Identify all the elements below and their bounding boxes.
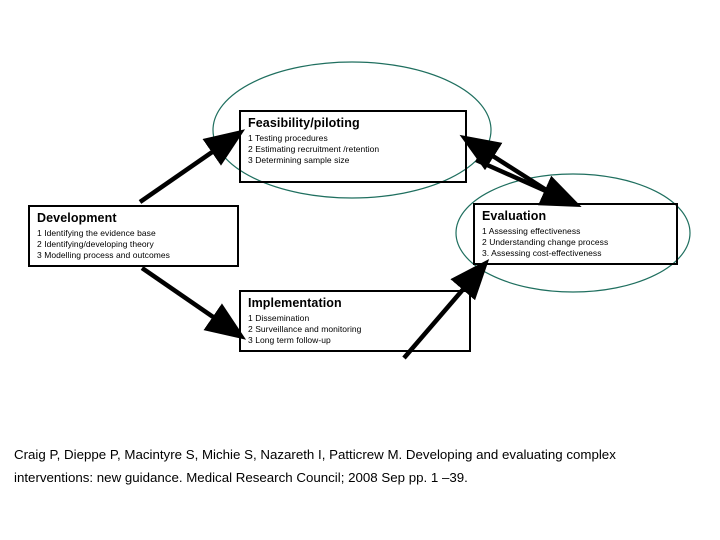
- node-development[interactable]: Development 1 Identifying the evidence b…: [28, 205, 239, 267]
- node-implementation[interactable]: Implementation 1 Dissemination 2 Surveil…: [239, 290, 471, 352]
- list-item: 1 Dissemination: [248, 313, 310, 323]
- list-item: 2 Understanding change process: [482, 237, 609, 247]
- node-item-list: 1 Assessing effectiveness 2 Understandin…: [482, 226, 670, 259]
- list-item: 3 Modelling process and outcomes: [37, 250, 170, 260]
- process-diagram-graphic: [138, 61, 691, 360]
- list-item: 1 Testing procedures: [248, 133, 328, 143]
- list-item: 2 Surveillance and monitoring: [248, 324, 362, 334]
- list-item: 2 Estimating recruitment /retention: [248, 144, 380, 154]
- arrow-implementation-to-evaluation: [402, 259, 490, 360]
- arrow-feasibility-to-evaluation: [475, 157, 582, 207]
- ellipse-right: [455, 173, 691, 293]
- node-title: Feasibility/piloting: [248, 116, 360, 130]
- node-item-list: 1 Identifying the evidence base 2 Identi…: [37, 228, 231, 261]
- node-evaluation[interactable]: Evaluation 1 Assessing effectiveness 2 U…: [473, 203, 678, 265]
- node-title: Evaluation: [482, 209, 547, 223]
- node-title: Implementation: [248, 296, 342, 310]
- node-item-list: 1 Dissemination 2 Surveillance and monit…: [248, 313, 463, 346]
- list-item: 2 Identifying/developing theory: [37, 239, 154, 249]
- list-item: 1 Assessing effectiveness: [482, 226, 581, 236]
- node-title: Development: [37, 211, 117, 225]
- list-item: 3. Assessing cost-effectiveness: [482, 248, 602, 258]
- node-feasibility-piloting[interactable]: Feasibility/piloting 1 Testing procedure…: [239, 110, 467, 183]
- arrow-development-to-feasibility: [138, 129, 246, 204]
- list-item: 3 Long term follow-up: [248, 335, 331, 345]
- node-item-list: 1 Testing procedures 2 Estimating recrui…: [248, 133, 459, 166]
- list-item: 3 Determining sample size: [248, 155, 350, 165]
- citation-caption: Craig P, Dieppe P, Macintyre S, Michie S…: [14, 447, 616, 485]
- arrow-development-to-implementation: [140, 266, 247, 340]
- list-item: 1 Identifying the evidence base: [37, 228, 156, 238]
